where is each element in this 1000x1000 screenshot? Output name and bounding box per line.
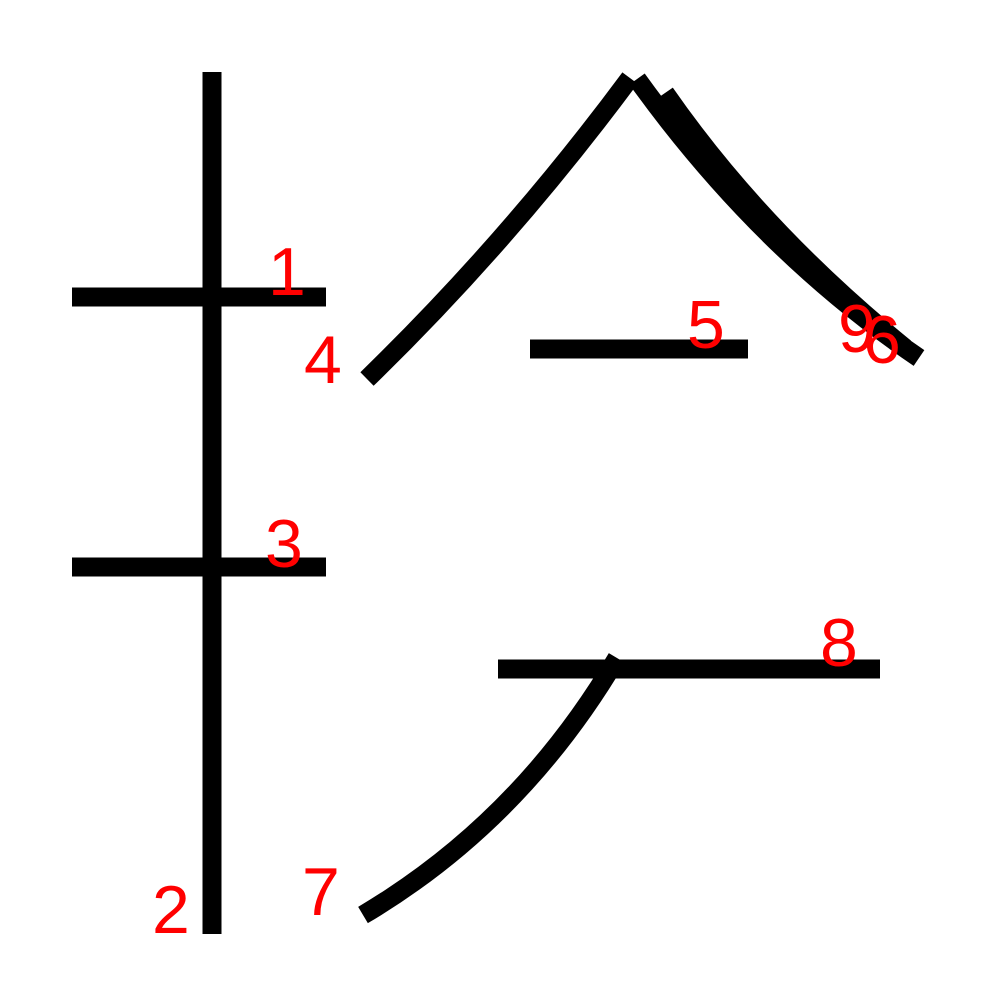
- stroke-number-1: 1: [268, 234, 306, 310]
- stroke-number-4: 4: [304, 322, 342, 398]
- stroke-7: [358, 653, 626, 924]
- stroke-numbers: 1 2 3 4 5 6 7 8 9: [152, 234, 901, 948]
- stroke-4: [360, 72, 638, 386]
- stroke-number-5: 5: [687, 287, 725, 363]
- stroke-number-2: 2: [152, 872, 190, 948]
- stroke-number-6: 6: [863, 302, 901, 378]
- character-strokes: [72, 72, 925, 934]
- stroke-number-8: 8: [820, 605, 858, 681]
- stroke-9: [657, 87, 911, 356]
- stroke-number-9: 9: [838, 291, 876, 367]
- stroke-number-3: 3: [265, 506, 303, 582]
- stroke-number-7: 7: [302, 854, 340, 930]
